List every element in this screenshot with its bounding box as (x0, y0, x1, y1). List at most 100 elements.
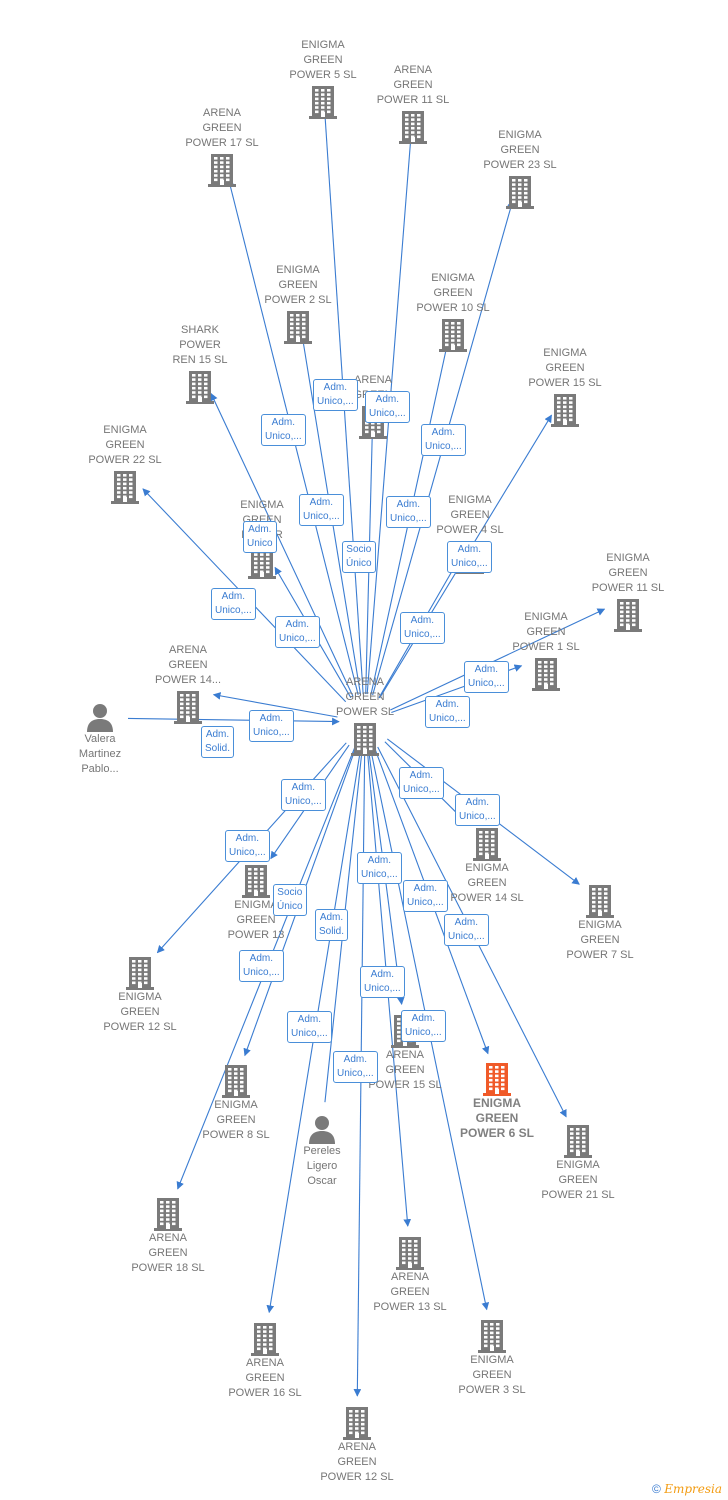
node-shark[interactable]: SHARK POWER REN 15 SL (145, 323, 255, 404)
node-e3[interactable]: ENIGMA GREEN POWER 3 SL (437, 1317, 547, 1398)
edge-role-badge[interactable]: Adm. Unico,... (313, 379, 358, 411)
node-label: ENIGMA GREEN POWER 5 SL (289, 39, 357, 81)
edge-role-badge[interactable]: Socio Único (342, 541, 376, 573)
edge-role-badge[interactable]: Adm. Unico,... (425, 696, 470, 728)
node-a10[interactable]: ENIGMA GREEN POWER 10 SL (398, 271, 508, 352)
building-icon (248, 546, 276, 579)
edge-role-badge[interactable]: Adm. Unico,... (333, 1051, 378, 1083)
edge-role-badge[interactable]: Adm. Unico,... (299, 494, 344, 526)
edge-role-badge[interactable]: Adm. Unico,... (447, 541, 492, 573)
node-label: ARENA GREEN POWER 11 SL (376, 64, 450, 106)
edge-role-badge[interactable]: Adm. Unico,... (275, 616, 320, 648)
node-label: ENIGMA GREEN POWER 22 SL (88, 424, 162, 466)
building-icon (399, 111, 427, 144)
node-e13[interactable]: ENIGMA GREEN POWER 13 (201, 862, 311, 943)
edge-role-badge[interactable]: Adm. Solid. (201, 726, 235, 758)
node-label: ARENA GREEN POWER 13 SL (373, 1271, 447, 1313)
node-a14[interactable]: ARENA GREEN POWER 14... (133, 643, 243, 724)
person-icon (87, 704, 113, 732)
node-valera[interactable]: Valera Martinez Pablo... (45, 700, 155, 777)
building-icon (614, 599, 642, 632)
node-e21[interactable]: ENIGMA GREEN POWER 21 SL (523, 1122, 633, 1203)
edge-role-badge[interactable]: Adm. Solid. (315, 909, 349, 941)
node-label: ARENA GREEN POWER SL (335, 676, 395, 718)
edge-role-badge[interactable]: Socio Único (273, 884, 307, 916)
node-a17[interactable]: ARENA GREEN POWER 17 SL (167, 106, 277, 187)
node-label: ENIGMA GREEN POWER 14 SL (450, 862, 524, 904)
node-label: ENIGMA GREEN POWER 15 SL (528, 347, 602, 389)
building-icon (396, 1237, 424, 1270)
node-e7[interactable]: ENIGMA GREEN POWER 7 SL (545, 882, 655, 963)
edge-role-badge[interactable]: Adm. Unico,... (249, 710, 294, 742)
node-e8[interactable]: ENIGMA GREEN POWER 8 SL (181, 1062, 291, 1143)
node-label: ENIGMA GREEN POWER 6 SL (459, 1096, 534, 1140)
node-label: ENIGMA GREEN POWER 12 SL (103, 991, 177, 1033)
node-a12[interactable]: ARENA GREEN POWER 12 SL (302, 1404, 412, 1485)
building-icon (111, 471, 139, 504)
building-icon (174, 691, 202, 724)
edge-role-badge[interactable]: Adm. Unico,... (287, 1011, 332, 1043)
building-icon (126, 957, 154, 990)
edge-role-badge[interactable]: Adm. Unico,... (400, 612, 445, 644)
edge-role-badge[interactable]: Adm. Unico,... (403, 880, 448, 912)
node-e23[interactable]: ENIGMA GREEN POWER 23 SL (465, 128, 575, 209)
node-label: ARENA GREEN POWER 17 SL (185, 107, 259, 149)
building-icon (586, 885, 614, 918)
edge-role-badge[interactable]: Adm. Unico (243, 521, 277, 553)
node-label: ENIGMA GREEN POWER 13 (227, 899, 285, 941)
node-e11[interactable]: ENIGMA GREEN POWER 11 SL (573, 551, 683, 632)
node-label: ARENA GREEN POWER 12 SL (320, 1441, 394, 1483)
edge-role-badge[interactable]: Adm. Unico,... (211, 588, 256, 620)
node-e22[interactable]: ENIGMA GREEN POWER 22 SL (70, 423, 180, 504)
edge-role-badge[interactable]: Adm. Unico,... (401, 1010, 446, 1042)
node-label: ENIGMA GREEN POWER 4 SL (436, 494, 504, 536)
node-e14[interactable]: ENIGMA GREEN POWER 14 SL (432, 825, 542, 906)
node-a16[interactable]: ARENA GREEN POWER 16 SL (210, 1320, 320, 1401)
node-pereles[interactable]: Pereles Ligero Oscar (267, 1112, 377, 1189)
node-label: ENIGMA GREEN POWER 11 SL (591, 552, 665, 594)
footer-brand: © Empresia (652, 1482, 722, 1496)
node-e1[interactable]: ENIGMA GREEN POWER 1 SL (491, 610, 601, 691)
node-label: SHARK POWER REN 15 SL (172, 324, 228, 366)
node-label: ARENA GREEN POWER 15 SL (368, 1049, 442, 1091)
node-e6[interactable]: ENIGMA GREEN POWER 6 SL (442, 1060, 552, 1141)
node-a11[interactable]: ARENA GREEN POWER 11 SL (358, 63, 468, 144)
edge-role-badge[interactable]: Adm. Unico,... (464, 661, 509, 693)
building-icon (309, 86, 337, 119)
edge-role-badge[interactable]: Adm. Unico,... (455, 794, 500, 826)
building-icon (251, 1323, 279, 1356)
node-center[interactable]: ARENA GREEN POWER SL (310, 675, 420, 756)
edge-role-badge[interactable]: Adm. Unico,... (386, 496, 431, 528)
node-label: ENIGMA GREEN POWER 21 SL (541, 1159, 615, 1201)
edge-center-shark (210, 392, 354, 697)
edge-role-badge[interactable]: Adm. Unico,... (421, 424, 466, 456)
building-icon (483, 1063, 511, 1096)
edge-role-badge[interactable]: Adm. Unico,... (399, 767, 444, 799)
node-label: ARENA GREEN POWER 18 SL (131, 1232, 205, 1274)
node-e5[interactable]: ENIGMA GREEN POWER 5 SL (268, 38, 378, 119)
edge-role-badge[interactable]: Adm. Unico,... (365, 391, 410, 423)
node-label: Pereles Ligero Oscar (303, 1145, 341, 1187)
edge-role-badge[interactable]: Adm. Unico,... (239, 950, 284, 982)
edge-role-badge[interactable]: Adm. Unico,... (357, 852, 402, 884)
node-label: Valera Martinez Pablo... (78, 733, 122, 775)
edge-center-a14 (212, 692, 338, 718)
edge-role-badge[interactable]: Adm. Unico,... (261, 414, 306, 446)
edge-role-badge[interactable]: Adm. Unico,... (444, 914, 489, 946)
copyright-symbol: © (652, 1482, 661, 1496)
node-a18[interactable]: ARENA GREEN POWER 18 SL (113, 1195, 223, 1276)
node-e15[interactable]: ENIGMA GREEN POWER 15 SL (510, 346, 620, 427)
node-label: ENIGMA GREEN POWER 10 SL (416, 272, 490, 314)
building-icon (478, 1320, 506, 1353)
edge-role-badge[interactable]: Adm. Unico,... (225, 830, 270, 862)
building-icon (473, 828, 501, 861)
building-icon (551, 394, 579, 427)
node-e12[interactable]: ENIGMA GREEN POWER 12 SL (85, 954, 195, 1035)
node-a13[interactable]: ARENA GREEN POWER 13 SL (355, 1234, 465, 1315)
edge-role-badge[interactable]: Adm. Unico,... (360, 966, 405, 998)
node-e2[interactable]: ENIGMA GREEN POWER 2 SL (243, 263, 353, 344)
node-label: ENIGMA GREEN POWER 1 SL (512, 611, 580, 653)
node-label: ENIGMA GREEN POWER 8 SL (202, 1099, 270, 1141)
edge-role-badge[interactable]: Adm. Unico,... (281, 779, 326, 811)
